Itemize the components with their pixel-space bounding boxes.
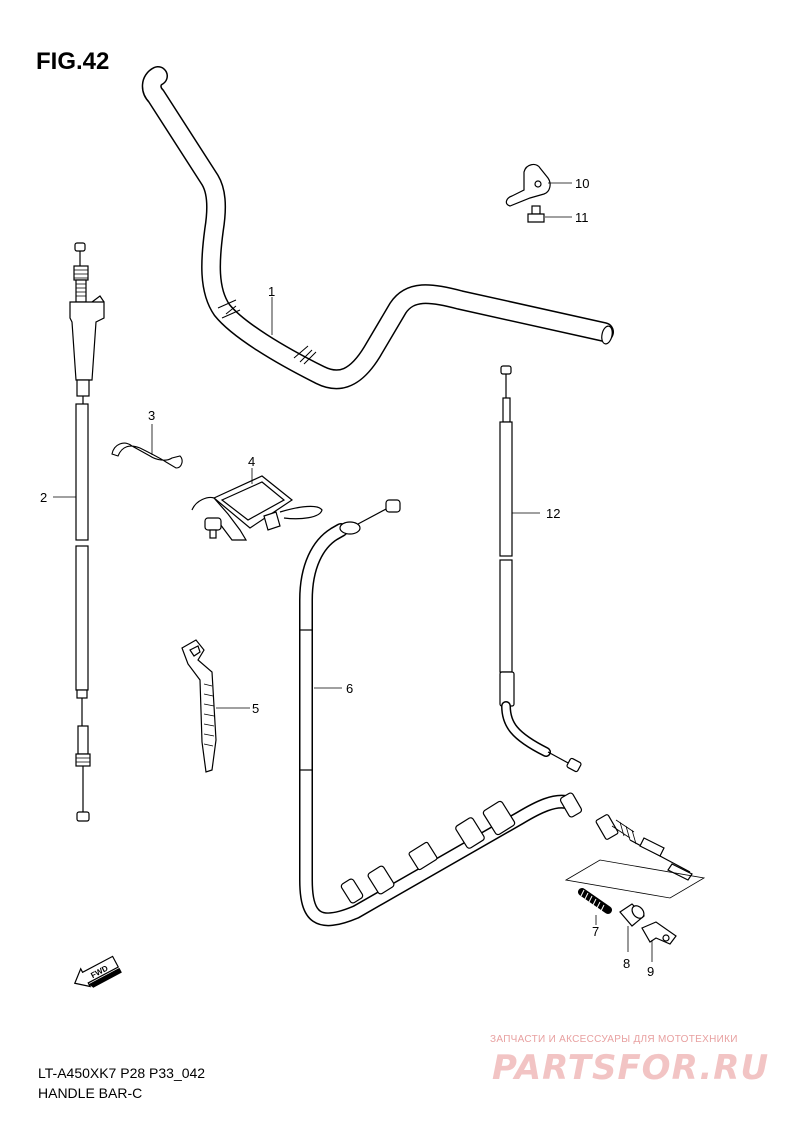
watermark-tagline: ЗАПЧАСТИ И АКСЕССУАРЫ ДЛЯ МОТОТЕХНИКИ — [490, 1034, 738, 1045]
part-9-clip[interactable] — [641, 921, 677, 962]
part-2-throttle-cable[interactable] — [53, 242, 105, 822]
part-12-choke-cable[interactable] — [499, 365, 582, 773]
part-8-collar[interactable] — [619, 903, 646, 952]
model-code: LT-A450XK7 P28 P33_042 — [38, 1065, 206, 1081]
part-1-handlebar[interactable] — [141, 66, 614, 390]
callout-5: 5 — [252, 701, 259, 716]
figure-title: FIG.42 — [36, 48, 110, 75]
part-7-spring[interactable] — [578, 888, 612, 925]
callout-3: 3 — [148, 408, 155, 423]
part-3-wire-clip[interactable] — [111, 424, 183, 469]
callout-11: 11 — [575, 210, 589, 225]
fwd-arrow-icon: FWD — [73, 955, 122, 988]
watermark-brand: PARTSFOR.RU — [492, 1048, 770, 1088]
part-4-cable-guide-bracket[interactable] — [191, 468, 323, 541]
section-name: HANDLE BAR-C — [38, 1085, 143, 1101]
callout-10: 10 — [575, 176, 589, 191]
part-6-brake-cable[interactable] — [299, 499, 693, 927]
part-10-cable-holder[interactable] — [505, 163, 572, 207]
callout-8: 8 — [623, 956, 630, 971]
callout-6: 6 — [346, 681, 353, 696]
part-11-bolt[interactable] — [527, 205, 572, 223]
callout-12: 12 — [546, 506, 560, 521]
callout-9: 9 — [647, 964, 654, 979]
callout-1: 1 — [268, 284, 275, 299]
part-5-cable-tie[interactable] — [181, 639, 250, 773]
callout-2: 2 — [40, 490, 47, 505]
callout-7: 7 — [592, 924, 599, 939]
callout-4: 4 — [248, 454, 255, 469]
